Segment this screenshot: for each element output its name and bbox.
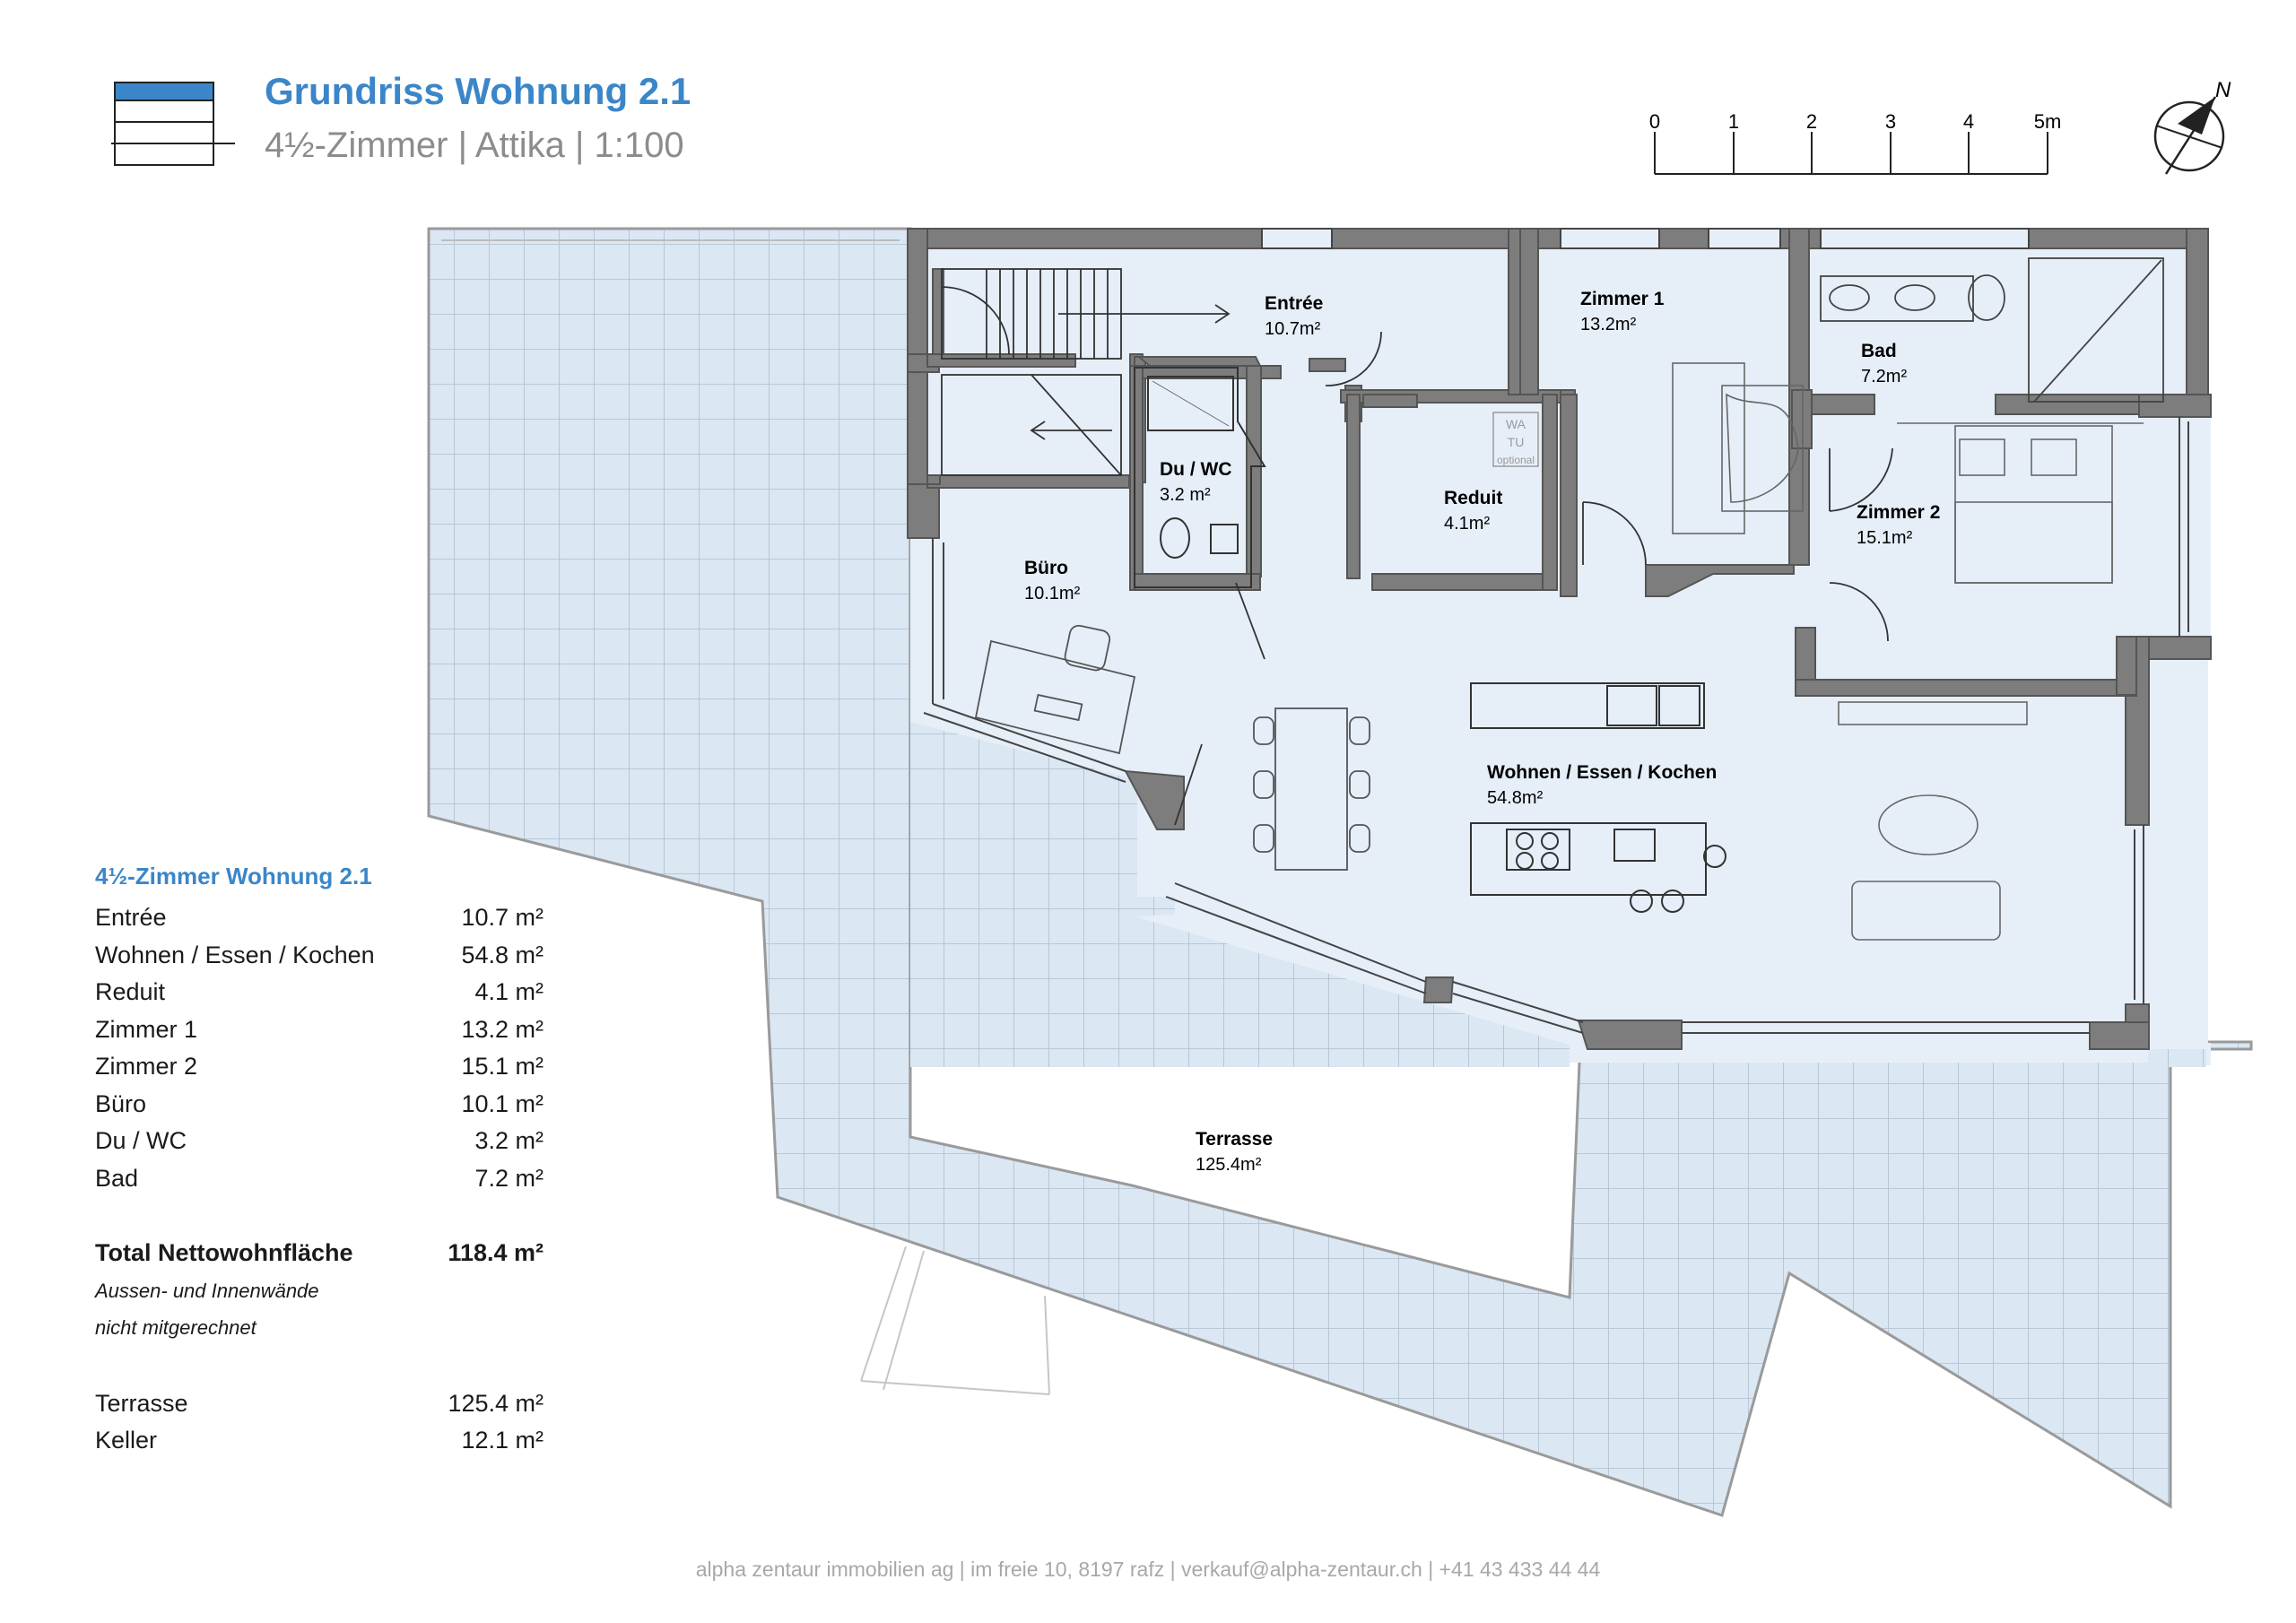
room-area-zimmer-2: 15.1m² [1857,528,1913,548]
staircase [941,268,1231,476]
room-label-reduit: Reduit [1444,488,1502,508]
scale-label-4: 4 [1963,110,1974,133]
bed-zimmer-2 [1897,422,2144,584]
room-label-zimmer-2: Zimmer 2 [1857,502,1940,523]
sofa [1838,701,2028,941]
plan-title: Grundriss Wohnung 2.1 [265,70,691,112]
room-label-wohnen: Wohnen / Essen / Kochen [1487,762,1717,783]
room-label-du-wc: Du / WC [1160,459,1231,480]
room-area-buero: 10.1m² [1024,584,1081,603]
windows [923,228,2189,1034]
plan-subtitle: 4½-Zimmer | Attika | 1:100 [265,126,684,165]
floor-level-icon [111,82,235,166]
room-label-terrasse: Terrasse [1196,1129,1273,1150]
room-label-bad: Bad [1861,341,1897,361]
room-area-bad: 7.2m² [1861,367,1907,386]
scale-label-5m: 5m [2034,110,2062,133]
room-area-du-wc: 3.2 m² [1160,485,1211,505]
scale-label-0: 0 [1649,110,1660,133]
room-label-zimmer-1: Zimmer 1 [1580,289,1665,309]
bathroom-fixtures [1820,257,2164,403]
room-area-terrasse: 125.4m² [1196,1155,1262,1175]
north-label: N [2215,78,2231,102]
scale-label-2: 2 [1806,110,1817,133]
area-note: Aussen- und Innenwände [95,1279,319,1302]
scale-bar: 0 1 2 3 4 5m [1649,110,2062,175]
room-label-buero: Büro [1024,558,1068,578]
dining-table [1253,707,1370,871]
area-table-title: 4½-Zimmer Wohnung 2.1 [95,863,372,890]
north-arrow-icon: N [2153,78,2231,175]
kitchen [1470,682,1726,913]
desk [974,624,1136,755]
svg-text:optional: optional [1497,454,1535,466]
scale-label-1: 1 [1728,110,1739,133]
room-area-wohnen: 54.8m² [1487,788,1544,808]
svg-text:WA: WA [1506,417,1526,431]
footer-contact: alpha zentaur immobilien ag | im freie 1… [695,1558,1601,1581]
room-area-reduit: 4.1m² [1444,514,1490,534]
room-label-entree: Entrée [1265,293,1323,314]
washer-dryer: WA TU optional [1492,412,1539,467]
bed-zimmer-1 [1672,362,1804,534]
room-area-entree: 10.7m² [1265,319,1321,339]
room-area-zimmer-1: 13.2m² [1580,315,1637,334]
svg-text:TU: TU [1508,435,1525,449]
doors [1174,331,1893,826]
scale-label-3: 3 [1885,110,1896,133]
area-note: nicht mitgerechnet [95,1315,257,1339]
